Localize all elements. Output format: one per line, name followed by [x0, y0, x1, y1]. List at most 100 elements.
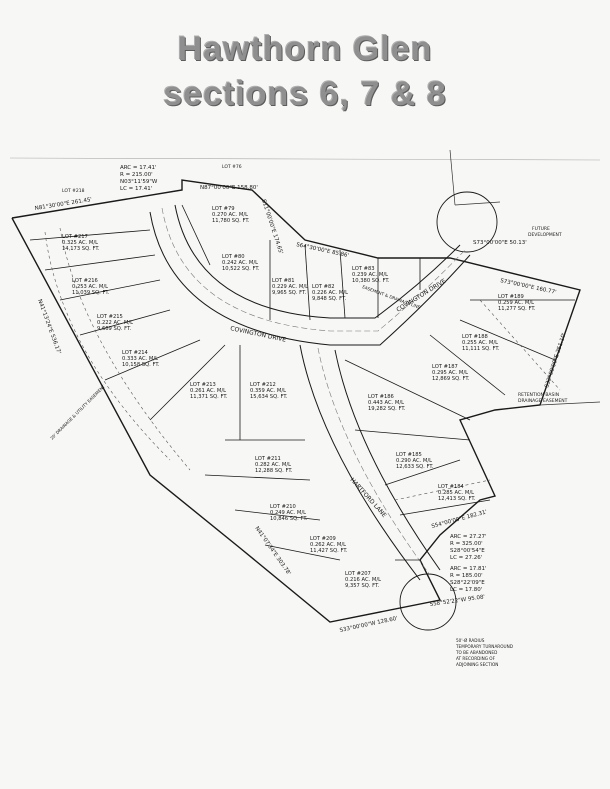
future-label: FUTURE: [532, 226, 550, 232]
turnaround-note: 50'-Ø RADIUS TEMPORARY TURNAROUND TO BE …: [455, 638, 513, 667]
curve-top-radius: R = 215.00': [120, 172, 153, 178]
curve-data-se2: ARC = 17.81' R = 185.00' S28°22'09"E LC …: [450, 566, 487, 593]
svg-text:10,522 SQ. FT.: 10,522 SQ. FT.: [222, 266, 260, 272]
svg-text:LOT #80: LOT #80: [222, 254, 245, 260]
lot-81[interactable]: LOT #810.229 AC. M/L9,965 SQ. FT.: [272, 278, 308, 296]
svg-text:10,158 SQ. FT.: 10,158 SQ. FT.: [122, 362, 160, 368]
curve-se1-lc: LC = 27.26': [450, 555, 482, 561]
svg-text:14,173 SQ. FT.: 14,173 SQ. FT.: [62, 246, 100, 252]
bearing-b3: S11°00'00"E 174.65': [260, 199, 283, 255]
svg-text:11,371 SQ. FT.: 11,371 SQ. FT.: [190, 394, 228, 400]
retention-label-2: DRAINAGE EASEMENT: [518, 398, 568, 404]
svg-text:TEMPORARY TURNAROUND: TEMPORARY TURNAROUND: [455, 644, 513, 649]
svg-text:10,846 SQ. FT.: 10,846 SQ. FT.: [270, 516, 308, 522]
lot-218-label: LOT #218: [62, 188, 85, 194]
curve-se1-arc: ARC = 27.27': [450, 534, 487, 540]
curve-se1-bearing: S28°00'54"E: [450, 548, 485, 554]
curve-top-arc: ARC = 17.41': [120, 165, 157, 171]
svg-text:11,780 SQ. FT.: 11,780 SQ. FT.: [212, 218, 250, 224]
svg-text:0.333 AC. M/L: 0.333 AC. M/L: [122, 356, 158, 362]
lot-79[interactable]: LOT #790.270 AC. M/L11,780 SQ. FT.: [212, 206, 250, 224]
svg-text:0.242 AC. M/L: 0.242 AC. M/L: [222, 260, 258, 266]
hartford-lane-centerline: [317, 347, 431, 576]
svg-text:0.285 AC. M/L: 0.285 AC. M/L: [438, 490, 474, 496]
svg-text:10,380 SQ. FT.: 10,380 SQ. FT.: [352, 278, 390, 284]
curve-top-lc: LC = 17.41': [120, 186, 152, 192]
outside-labels: LOT #76 LOT #218 FUTURE DEVELOPMENT RETE…: [62, 164, 568, 404]
svg-text:0.259 AC. M/L: 0.259 AC. M/L: [498, 300, 534, 306]
development-label: DEVELOPMENT: [528, 232, 562, 238]
curve-data-top: ARC = 17.41' R = 215.00' N03°11'59"W LC …: [120, 165, 158, 192]
svg-text:0.290 AC. M/L: 0.290 AC. M/L: [396, 458, 432, 464]
adjoining-line: [539, 401, 601, 406]
svg-text:0.359 AC. M/L: 0.359 AC. M/L: [250, 388, 286, 394]
utility-easement-note: 20' DRAINAGE & UTILITY EASEMENT: [49, 384, 106, 441]
turnaround-circle-north: [436, 191, 498, 253]
sheet-line: [9, 157, 601, 161]
adjoining-line: [454, 201, 501, 206]
curve-top-bearing: N03°11'59"W: [120, 179, 158, 185]
svg-text:LOT #217: LOT #217: [62, 234, 88, 240]
adjoining-line: [449, 149, 456, 206]
svg-text:0.270 AC. M/L: 0.270 AC. M/L: [212, 212, 248, 218]
lot-lines: [29, 204, 575, 561]
svg-text:LOT #187: LOT #187: [432, 364, 458, 370]
street-covington-2: COVINGTON DRIVE: [395, 278, 447, 314]
svg-text:LOT #215: LOT #215: [97, 314, 123, 320]
svg-text:LOT #83: LOT #83: [352, 266, 375, 272]
svg-text:0.253 AC. M/L: 0.253 AC. M/L: [72, 284, 108, 290]
svg-text:0.255 AC. M/L: 0.255 AC. M/L: [462, 340, 498, 346]
svg-text:11,039 SQ. FT.: 11,039 SQ. FT.: [72, 290, 110, 296]
lot-82[interactable]: LOT #820.226 AC. M/L9,848 SQ. FT.: [312, 284, 348, 302]
svg-text:12,869 SQ. FT.: 12,869 SQ. FT.: [432, 376, 470, 382]
curve-se2-lc: LC = 17.80': [450, 587, 482, 593]
svg-text:12,288 SQ. FT.: 12,288 SQ. FT.: [255, 468, 293, 474]
title-line-1: Hawthorn Glen: [177, 30, 433, 68]
svg-text:LOT #189: LOT #189: [498, 294, 524, 300]
curve-se2-bearing: S28°22'09"E: [450, 580, 485, 586]
title-line-2: sections 6, 7 & 8: [163, 75, 447, 113]
svg-text:0.229 AC. M/L: 0.229 AC. M/L: [272, 284, 308, 290]
lot-80[interactable]: LOT #800.242 AC. M/L10,522 SQ. FT.: [222, 254, 260, 272]
svg-text:0.325 AC. M/L: 0.325 AC. M/L: [62, 240, 98, 246]
street-hartford: HARTFORD LANE: [349, 477, 388, 520]
svg-text:LOT #210: LOT #210: [270, 504, 296, 510]
svg-text:AT RECORDING OF: AT RECORDING OF: [456, 656, 496, 661]
lot-83[interactable]: LOT #830.239 AC. M/L10,380 SQ. FT.: [352, 266, 390, 284]
curve-se1-radius: R = 325.00': [450, 541, 483, 547]
retention-label-1: RETENTION BASIN: [518, 392, 559, 398]
svg-text:11,277 SQ. FT.: 11,277 SQ. FT.: [498, 306, 536, 312]
svg-text:LOT #216: LOT #216: [72, 278, 98, 284]
subdivision-boundary: [11, 179, 581, 623]
svg-text:0.261 AC. M/L: 0.261 AC. M/L: [190, 388, 226, 394]
svg-text:12,413 SQ. FT.: 12,413 SQ. FT.: [438, 496, 476, 502]
svg-text:0.262 AC. M/L: 0.262 AC. M/L: [310, 542, 346, 548]
svg-text:9,357 SQ. FT.: 9,357 SQ. FT.: [345, 583, 380, 589]
svg-text:50'-Ø RADIUS: 50'-Ø RADIUS: [456, 638, 485, 643]
bearing-b8: S54°00'00"E 182.31': [431, 509, 488, 530]
svg-text:0.239 AC. M/L: 0.239 AC. M/L: [352, 272, 388, 278]
covington-drive-edge-inner: [174, 204, 461, 319]
svg-text:9,965 SQ. FT.: 9,965 SQ. FT.: [272, 290, 307, 296]
turnaround-circle-south: [399, 573, 457, 631]
svg-text:11,427 SQ. FT.: 11,427 SQ. FT.: [310, 548, 348, 554]
lot-76-label: LOT #76: [222, 164, 242, 170]
bearing-b1: N87°00'00"E 158.80': [200, 185, 258, 191]
